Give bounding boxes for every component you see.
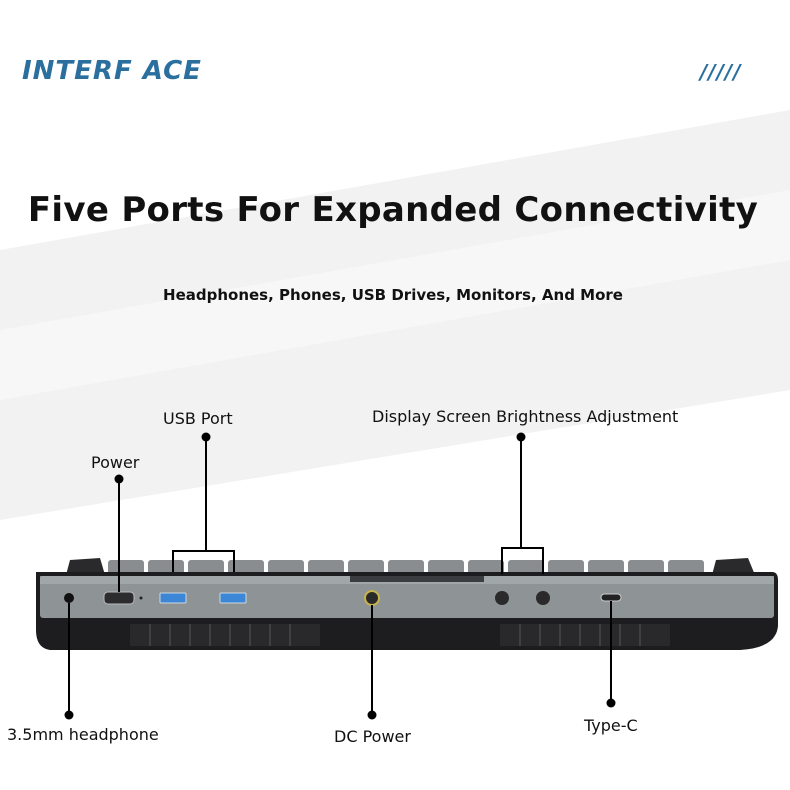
usb-port-2 [219,592,247,604]
label-brightness-adjustment: Display Screen Brightness Adjustment [372,407,679,426]
grille-right [500,624,670,646]
brightness-down-button [495,591,509,605]
label-usb-port: USB Port [163,409,233,428]
page-title: Five Ports For Expanded Connectivity [27,190,759,230]
page-subtitle: Headphones, Phones, USB Drives, Monitors… [163,286,623,304]
label-power: Power [91,453,140,472]
brand-logo: INTERF ACE [22,56,202,86]
type-c-port [600,593,622,602]
brightness-up-button [536,591,550,605]
port-panel [40,576,774,618]
usb-port-1 [159,592,187,604]
label-dc-power: DC Power [334,727,411,746]
power-switch-port [103,591,135,605]
label-headphone: 3.5mm headphone [7,725,159,744]
headphone-jack-port [64,593,74,603]
dc-power-port [364,590,380,606]
brand-decoration: ///// [700,60,742,84]
grille-left [130,624,320,646]
label-type-c: Type-C [584,716,638,735]
power-indicator-led [139,596,143,600]
